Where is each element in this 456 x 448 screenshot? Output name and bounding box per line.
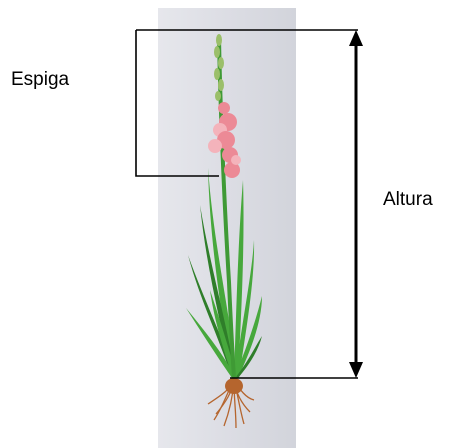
bud [215,91,221,101]
bud [214,68,220,80]
spike-label: Espiga [11,70,69,89]
bud [218,57,224,69]
flower [231,155,241,165]
bud [214,46,220,58]
root-crown [225,378,243,394]
bud [218,79,224,91]
bud [216,34,222,46]
height-label: Altura [383,190,433,209]
flower [208,139,222,153]
arrow-down-icon [349,362,363,378]
arrow-up-icon [349,30,363,46]
flower [218,102,230,114]
